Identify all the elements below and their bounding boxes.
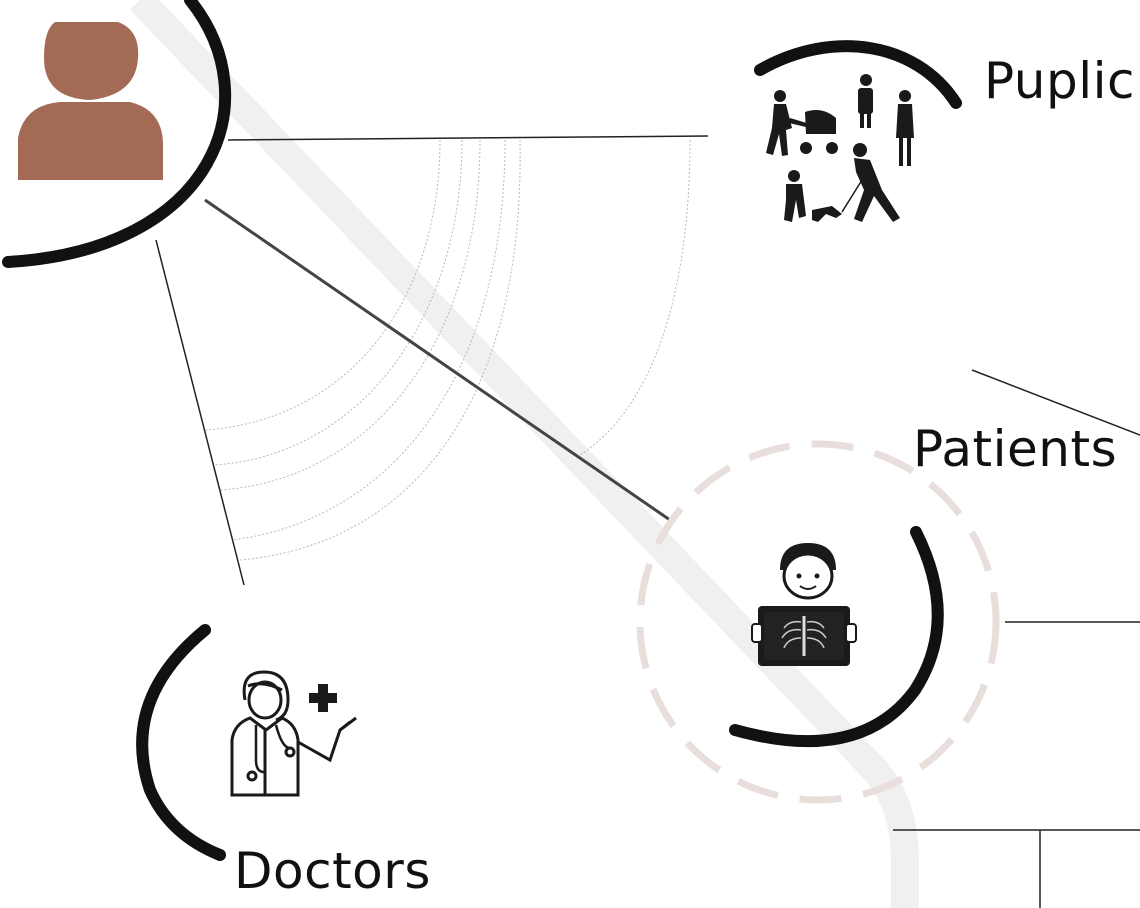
patient-xray-icon [751,543,857,666]
medical-cross-icon [309,684,337,712]
patients-node [636,440,1000,804]
coverage-arcs [204,139,691,561]
user-avatar-icon [18,22,163,180]
public-label: Puplic [984,52,1135,110]
doctors-label: Doctors [234,842,431,900]
public-ring-arc [754,40,962,109]
patients-ring-arc [729,526,944,748]
doctor-icon [230,670,357,797]
public-crowd-icon [766,74,914,222]
public-node [754,40,962,222]
user-ring-arc [2,0,232,268]
doctors-ring-arc [136,624,226,861]
doctors-node [136,624,357,861]
user-node [2,0,232,268]
link-user-patients [204,198,671,522]
patients-label: Patients [913,420,1118,478]
link-user-public [227,135,709,141]
link-user-doctors [155,239,245,586]
diagonal-band [129,0,919,908]
connection-lines [155,135,1140,908]
patients-dashed-ring [636,440,1000,804]
link-public-patients [971,369,1140,436]
